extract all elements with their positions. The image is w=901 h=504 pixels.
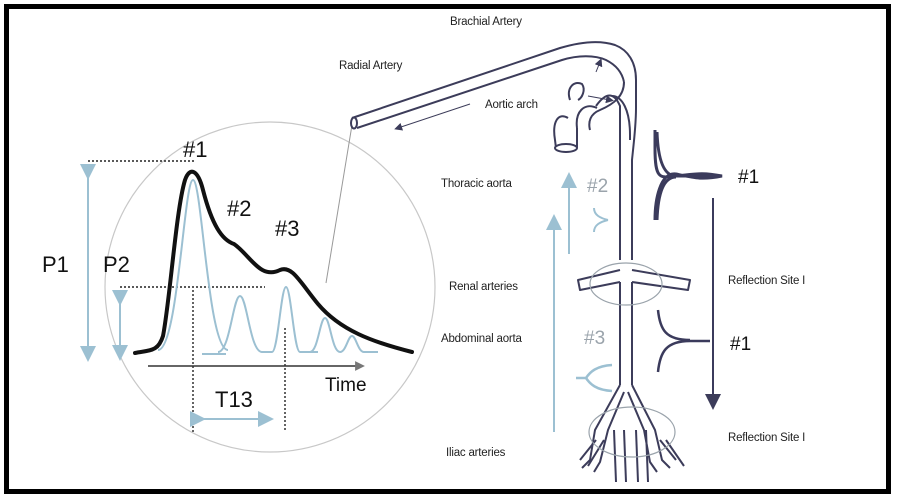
brachial-artery-label: Brachial Artery — [450, 16, 522, 28]
abdominal-aorta-label: Abdominal aorta — [441, 333, 523, 345]
reflected-wave-3-label: #3 — [584, 328, 605, 349]
renal-arteries-label: Renal arteries — [449, 281, 518, 293]
radial-artery-label: Radial Artery — [339, 60, 403, 72]
aortic-arch-label: Aortic arch — [485, 99, 538, 111]
reflected-wave-3 — [576, 365, 612, 391]
magnifier-pointer-line — [326, 125, 352, 283]
incident-wave-bottom-label: #1 — [730, 334, 751, 355]
reflected-wave-2-label: #2 — [587, 176, 608, 197]
peak-1-label: #1 — [183, 137, 207, 162]
p2-label: P2 — [103, 252, 130, 277]
iliac-arteries-label: Iliac arteries — [446, 447, 506, 459]
iliac-reflection-ellipse — [589, 407, 675, 457]
brachial-flow-arrow — [596, 62, 600, 72]
magnifier-circle — [105, 122, 435, 452]
radial-flow-arrow — [398, 104, 470, 128]
reflection-site-2-label: Reflection Site I — [728, 432, 805, 444]
incident-wave-bottom — [658, 310, 710, 372]
thoracic-aorta-label: Thoracic aorta — [441, 178, 513, 190]
peak-2-label: #2 — [227, 196, 251, 221]
peak-3-label: #3 — [275, 216, 299, 241]
incident-wave-top-label: #1 — [738, 167, 759, 188]
t13-label: T13 — [215, 387, 253, 412]
pressure-pulse-curve — [135, 172, 412, 353]
time-axis-label: Time — [325, 375, 367, 396]
p1-label: P1 — [42, 252, 69, 277]
reflected-wave-2 — [594, 208, 608, 232]
reflection-site-1-label: Reflection Site I — [728, 275, 805, 287]
